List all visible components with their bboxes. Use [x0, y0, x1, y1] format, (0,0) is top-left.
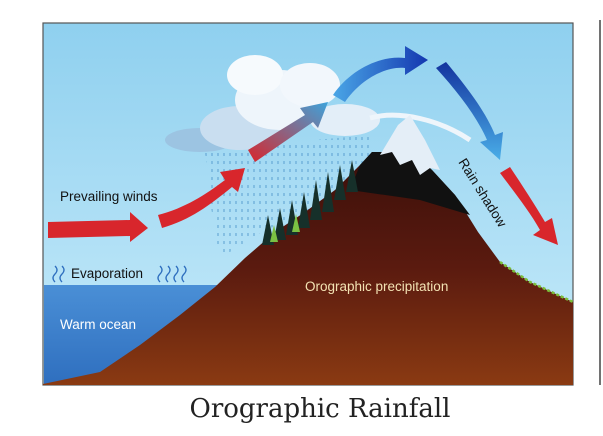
mountain	[43, 148, 573, 385]
label-evaporation: Evaporation	[71, 266, 143, 281]
forest	[262, 160, 358, 245]
wind-arrow-4	[333, 46, 428, 102]
wind-arrow-3	[248, 102, 328, 162]
mountain-peak	[350, 148, 470, 215]
evaporation-icon	[52, 265, 187, 283]
wind-arrow-2	[158, 168, 245, 228]
label-warm-ocean: Warm ocean	[60, 317, 136, 332]
wind-arrow-6	[500, 167, 558, 245]
wind-arrow-5	[436, 62, 503, 160]
label-prevailing-winds: Prevailing winds	[60, 189, 158, 204]
snow-cap	[380, 115, 440, 175]
grass	[499, 260, 574, 304]
caption: Orographic Rainfall	[189, 394, 451, 424]
cloud	[165, 55, 472, 152]
label-orographic-precipitation: Orographic precipitation	[305, 279, 448, 294]
rain-drops	[205, 135, 375, 255]
wind-arrow-1	[48, 212, 148, 242]
